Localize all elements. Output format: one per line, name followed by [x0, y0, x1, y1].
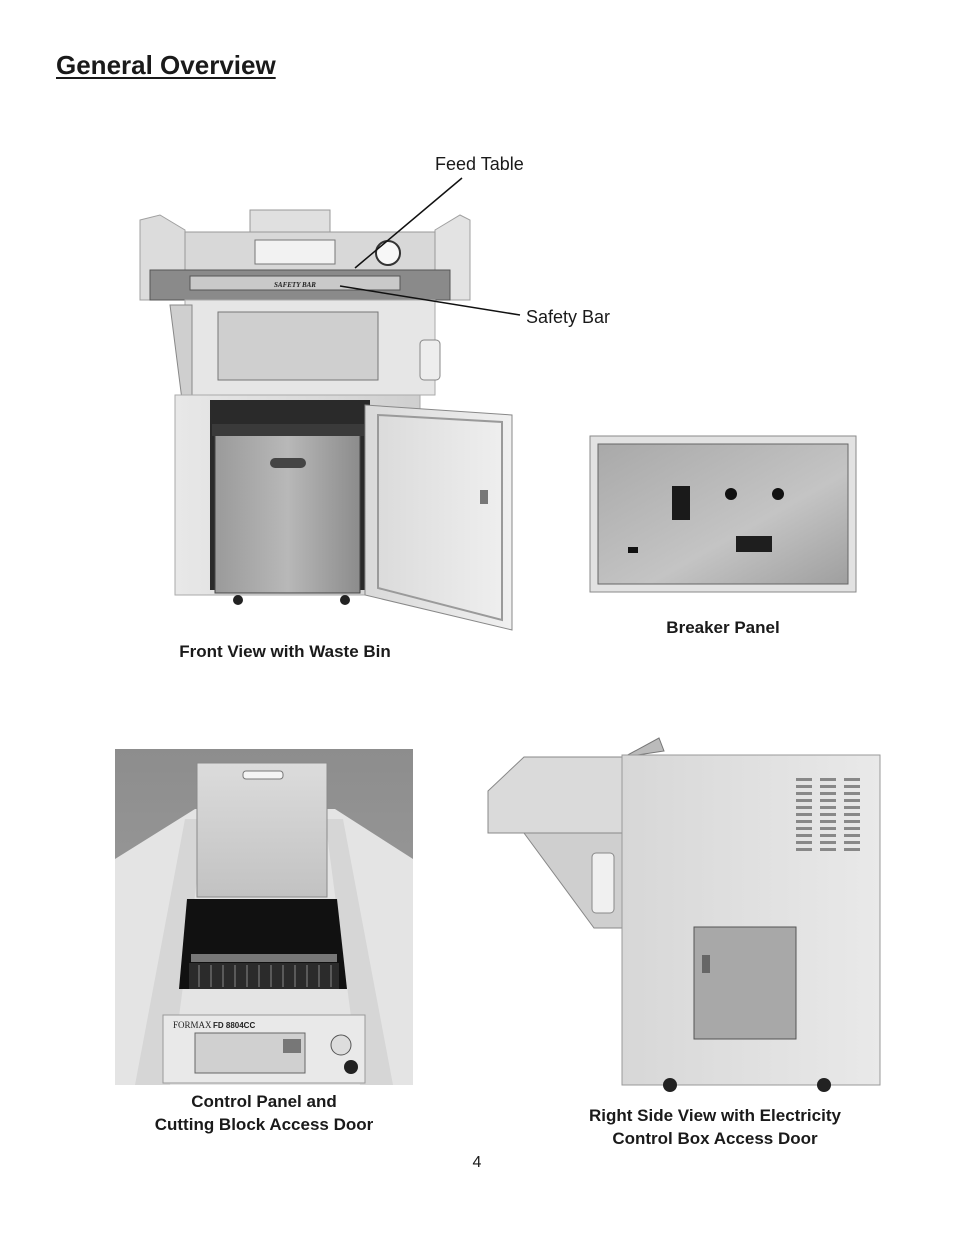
callout-feed-table: Feed Table: [435, 154, 524, 174]
caption-control-panel-line2: Cutting Block Access Door: [154, 1115, 374, 1134]
front-view-photo: SAFETY BAR: [139, 209, 513, 631]
caption-right-side-line1: Right Side View with Electricity: [589, 1106, 841, 1125]
control-panel-photo: FORMAX FD 8804CC: [115, 749, 413, 1085]
caption-right-side-view: Right Side View with Electricity Control…: [556, 1104, 874, 1150]
page-number: 4: [472, 1154, 482, 1171]
caption-breaker-panel: Breaker Panel: [666, 618, 780, 637]
caption-control-panel-line1: Control Panel and: [191, 1092, 337, 1111]
safety-bar-plate: SAFETY BAR: [274, 281, 316, 289]
caption-front-view: Front View with Waste Bin: [179, 642, 391, 661]
caption-control-panel: Control Panel and Cutting Block Access D…: [115, 1090, 413, 1136]
callout-safety-bar: Safety Bar: [526, 307, 611, 327]
brand-label: FORMAX: [173, 1020, 212, 1030]
breaker-panel-photo: [589, 435, 857, 593]
page-title: General Overview: [56, 50, 276, 80]
model-label: FD 8804CC: [213, 1021, 255, 1030]
right-side-view-photo: [487, 737, 881, 1092]
caption-right-side-line2: Control Box Access Door: [612, 1129, 818, 1148]
